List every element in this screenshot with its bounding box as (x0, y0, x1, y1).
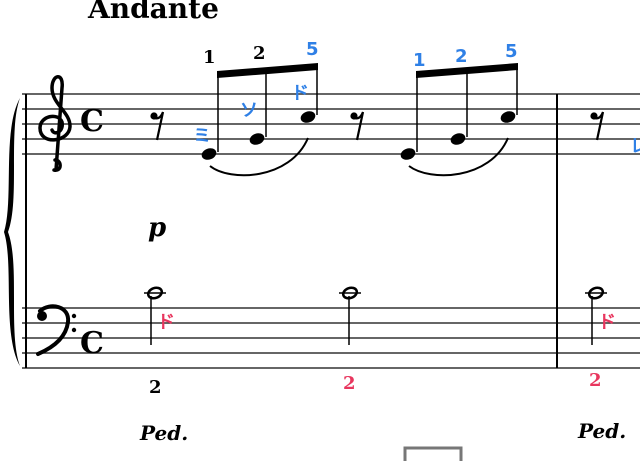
dynamic-marking: p (148, 213, 166, 243)
page-control-button[interactable] (403, 446, 463, 461)
fingering-highlighted: 1 (413, 50, 426, 71)
treble-time-signature: C (80, 104, 104, 139)
fingering-highlighted: 2 (589, 370, 602, 391)
eighth-rest-icon (590, 111, 605, 141)
tempo-marking: Andante (87, 0, 219, 25)
fingering: 2 (253, 43, 266, 64)
treble-clef-icon (38, 75, 72, 172)
grand-staff-brace (4, 98, 20, 366)
note-name-label-partial: レ (630, 136, 640, 157)
eighth-rest-icon (350, 111, 365, 141)
fingering: 1 (203, 47, 216, 68)
fingering-highlighted: 2 (455, 46, 468, 67)
bass-half-notes (144, 286, 607, 345)
note-name-label: ソ (240, 100, 258, 121)
pedal-marking: Ped. (577, 419, 626, 443)
fingering-highlighted: 5 (505, 41, 518, 62)
eighth-rests (150, 111, 605, 141)
fingering-highlighted: 5 (306, 39, 319, 60)
eighth-rest-icon (150, 111, 165, 141)
bass-staff (22, 307, 640, 369)
bass-time-signature: C (80, 326, 104, 361)
fingering-highlighted: 2 (343, 373, 356, 394)
treble-staff (22, 93, 640, 155)
note-name-label: ミ (192, 125, 213, 148)
beamed-group-1 (201, 63, 318, 177)
pedal-marking: Ped. (139, 421, 188, 445)
beamed-group-2 (400, 63, 518, 177)
note-name-label: ド (291, 83, 309, 104)
note-name-label: ド (598, 312, 616, 333)
note-name-label: ド (157, 312, 175, 333)
bass-clef-icon (36, 304, 77, 356)
fingering: 2 (149, 377, 162, 398)
